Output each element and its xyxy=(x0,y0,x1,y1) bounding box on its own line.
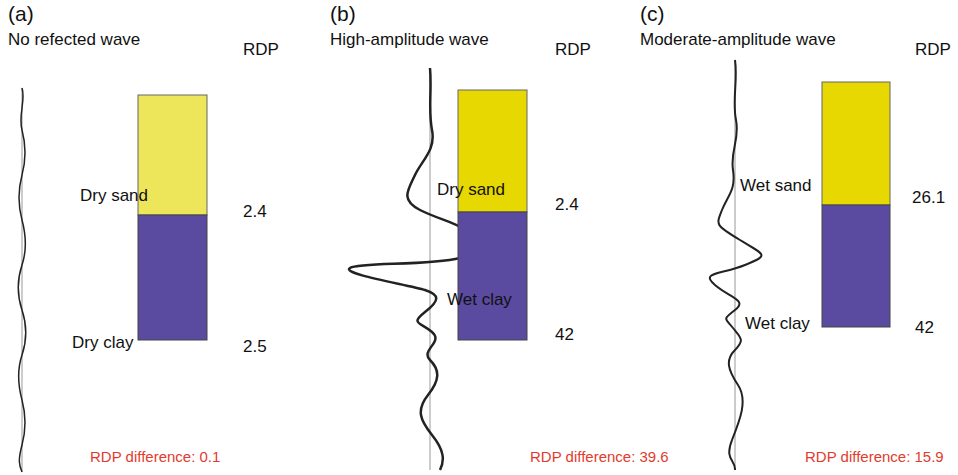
layer-name: Dry clay xyxy=(72,333,133,353)
clay-layer xyxy=(458,212,527,340)
layer-name: Wet sand xyxy=(740,176,812,196)
radar-trace xyxy=(18,88,26,472)
rdp-difference: RDP difference: 15.9 xyxy=(805,448,944,465)
rdp-value: 42 xyxy=(915,318,934,338)
panel-title: High-amplitude wave xyxy=(330,30,489,50)
rdp-value: 26.1 xyxy=(912,188,945,208)
clay-layer xyxy=(138,215,207,340)
sand-layer xyxy=(138,95,207,215)
column-header: RDP xyxy=(915,40,951,60)
baseline xyxy=(21,88,23,472)
sand-layer xyxy=(822,82,890,205)
rdp-value: 2.5 xyxy=(243,337,267,357)
column-header: RDP xyxy=(555,40,591,60)
layer-name: Dry sand xyxy=(437,180,505,200)
rdp-value: 2.4 xyxy=(243,202,267,222)
layer-name: Wet clay xyxy=(745,314,810,334)
rdp-value: 42 xyxy=(555,325,574,345)
column-header: RDP xyxy=(243,40,279,60)
radar-trace xyxy=(710,60,762,470)
layer-name: Dry sand xyxy=(80,186,148,206)
rdp-difference: RDP difference: 0.1 xyxy=(90,448,220,465)
layer-name: Wet clay xyxy=(447,290,512,310)
panel-letter: (c) xyxy=(640,2,665,26)
panel-title: No refected wave xyxy=(8,30,140,50)
rdp-value: 2.4 xyxy=(555,195,579,215)
panel-letter: (a) xyxy=(8,2,34,26)
rdp-difference: RDP difference: 39.6 xyxy=(530,448,669,465)
panel-letter: (b) xyxy=(330,2,356,26)
clay-layer xyxy=(822,205,890,327)
panel-title: Moderate-amplitude wave xyxy=(640,30,836,50)
